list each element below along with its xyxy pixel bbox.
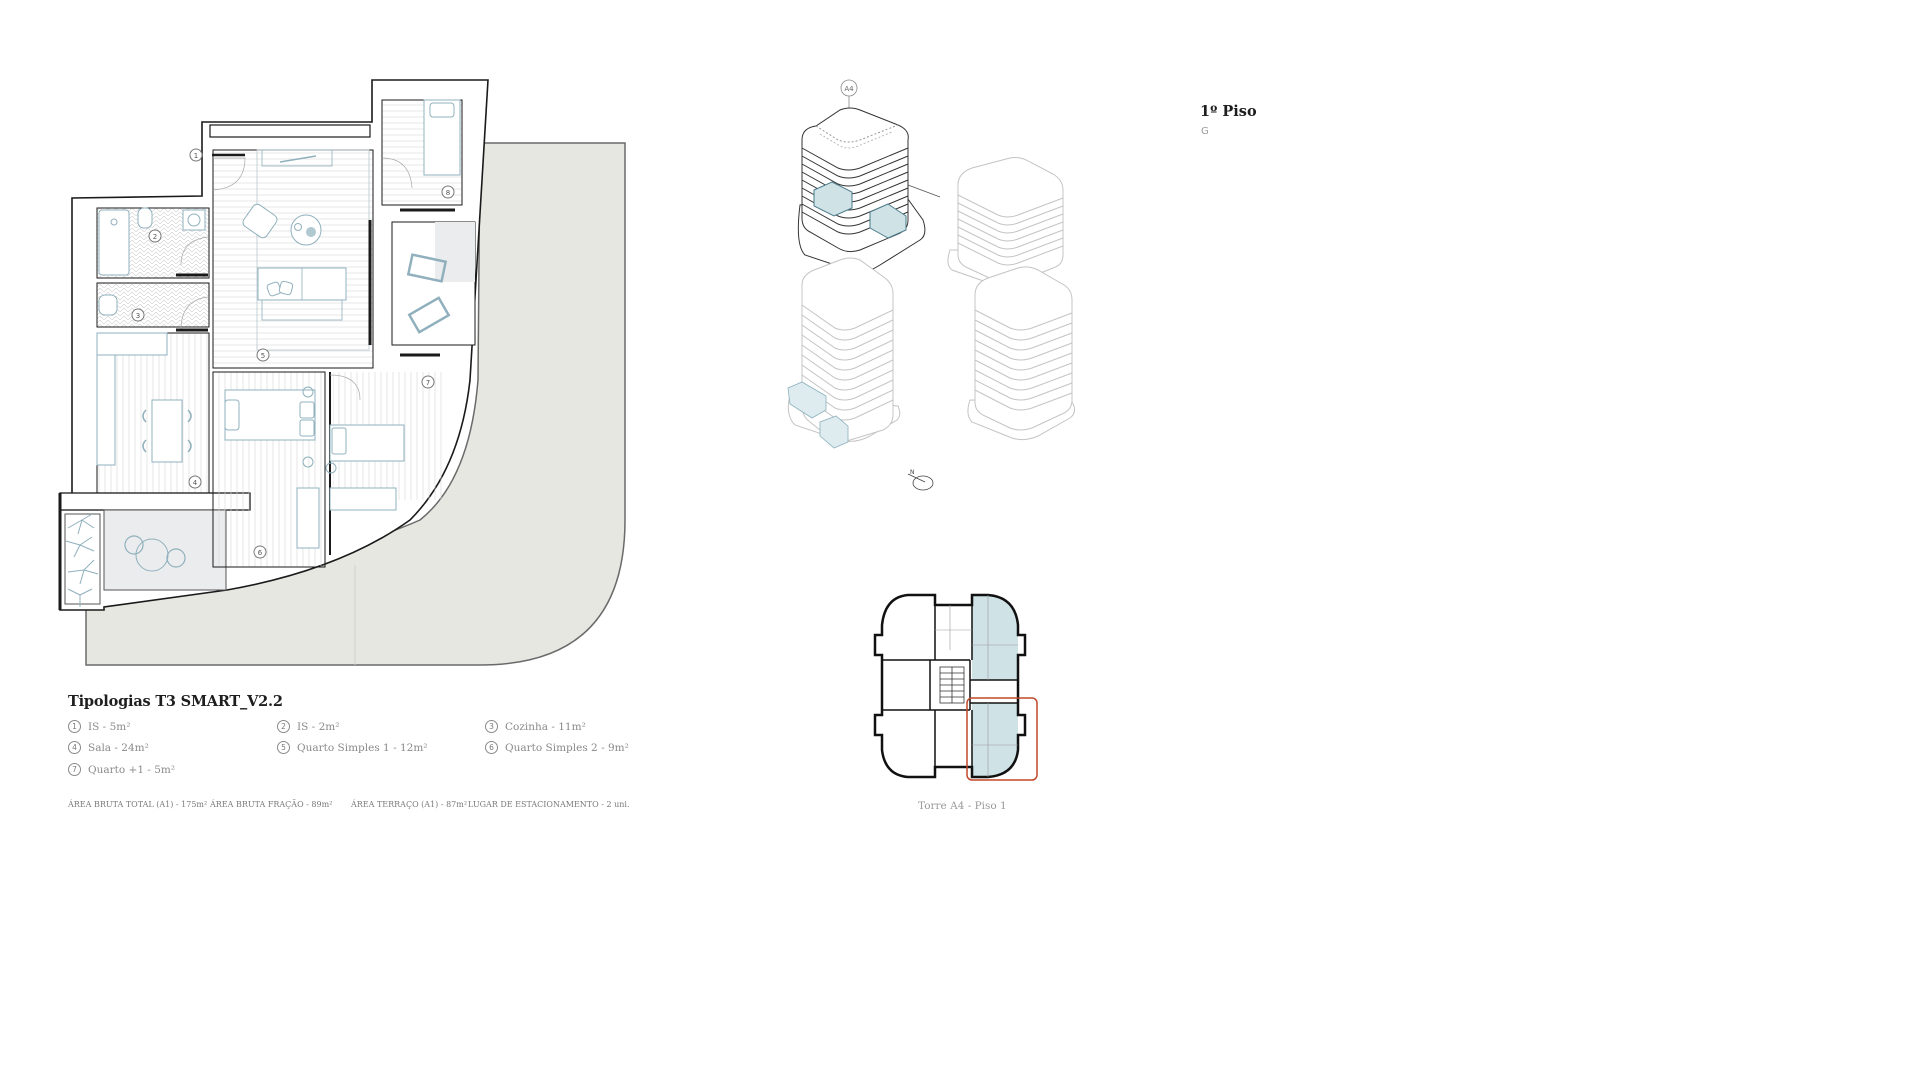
svg-text:N: N — [910, 469, 915, 476]
marker-6: 6 — [253, 545, 267, 559]
planter — [64, 513, 101, 605]
selected-unit-frame — [966, 697, 1038, 781]
tower-floor-key-plan — [873, 593, 1038, 781]
key-plan-caption: Torre A4 - Piso 1 — [918, 800, 1007, 812]
area-total: ÁREA BRUTA TOTAL (A1) - 175m² — [68, 800, 208, 809]
svg-text:3: 3 — [136, 312, 140, 320]
tower-label-a4: A4 — [840, 79, 858, 110]
marker-5: 5 — [256, 348, 270, 362]
parking-spaces: LUGAR DE ESTACIONAMENTO - 2 uni. — [468, 800, 630, 809]
stair-core — [939, 666, 965, 704]
tower-front-left — [787, 257, 901, 443]
floor-title: 1º Piso — [1200, 103, 1257, 120]
highlight-unit-a4-upper — [813, 181, 853, 217]
area-terrace: ÁREA TERRAÇO (A1) - 87m² — [351, 800, 468, 809]
marker-7: 7 — [421, 375, 435, 389]
apartment-floor-plan: 1 2 3 4 5 6 7 8 — [58, 79, 626, 666]
highlight-unit-front-left — [787, 381, 827, 419]
marker-3: 3 — [131, 308, 145, 322]
marker-4: 4 — [188, 475, 202, 489]
tower-front-right — [967, 266, 1076, 441]
marker-1: 1 — [189, 148, 203, 162]
floor-subtitle: G — [1201, 126, 1209, 137]
svg-text:1: 1 — [194, 152, 198, 160]
svg-text:5: 5 — [261, 352, 265, 360]
isometric-towers-diagram: A4 — [787, 79, 1076, 491]
highlight-unit-a4-lower — [869, 203, 907, 239]
highlight-unit-front-left-2 — [819, 415, 849, 449]
svg-text:7: 7 — [426, 379, 430, 387]
area-fraction: ÁREA BRUTA FRAÇÃO - 89m² — [210, 800, 333, 809]
svg-text:6: 6 — [258, 549, 263, 557]
highlight-unit-bottom-right — [972, 703, 1018, 777]
svg-text:2: 2 — [153, 233, 157, 241]
svg-text:8: 8 — [446, 189, 450, 197]
north-arrow-icon: N — [907, 469, 934, 491]
room-living — [212, 149, 374, 369]
highlight-unit-top-right — [972, 595, 1018, 680]
svg-text:A4: A4 — [844, 85, 854, 93]
tower-back-right — [947, 157, 1064, 287]
svg-text:4: 4 — [193, 479, 198, 487]
typology-title: Tipologias T3 SMART_V2.2 — [68, 693, 283, 710]
marker-8: 8 — [441, 185, 455, 199]
balcony-dining — [103, 509, 227, 591]
marker-2: 2 — [148, 229, 162, 243]
